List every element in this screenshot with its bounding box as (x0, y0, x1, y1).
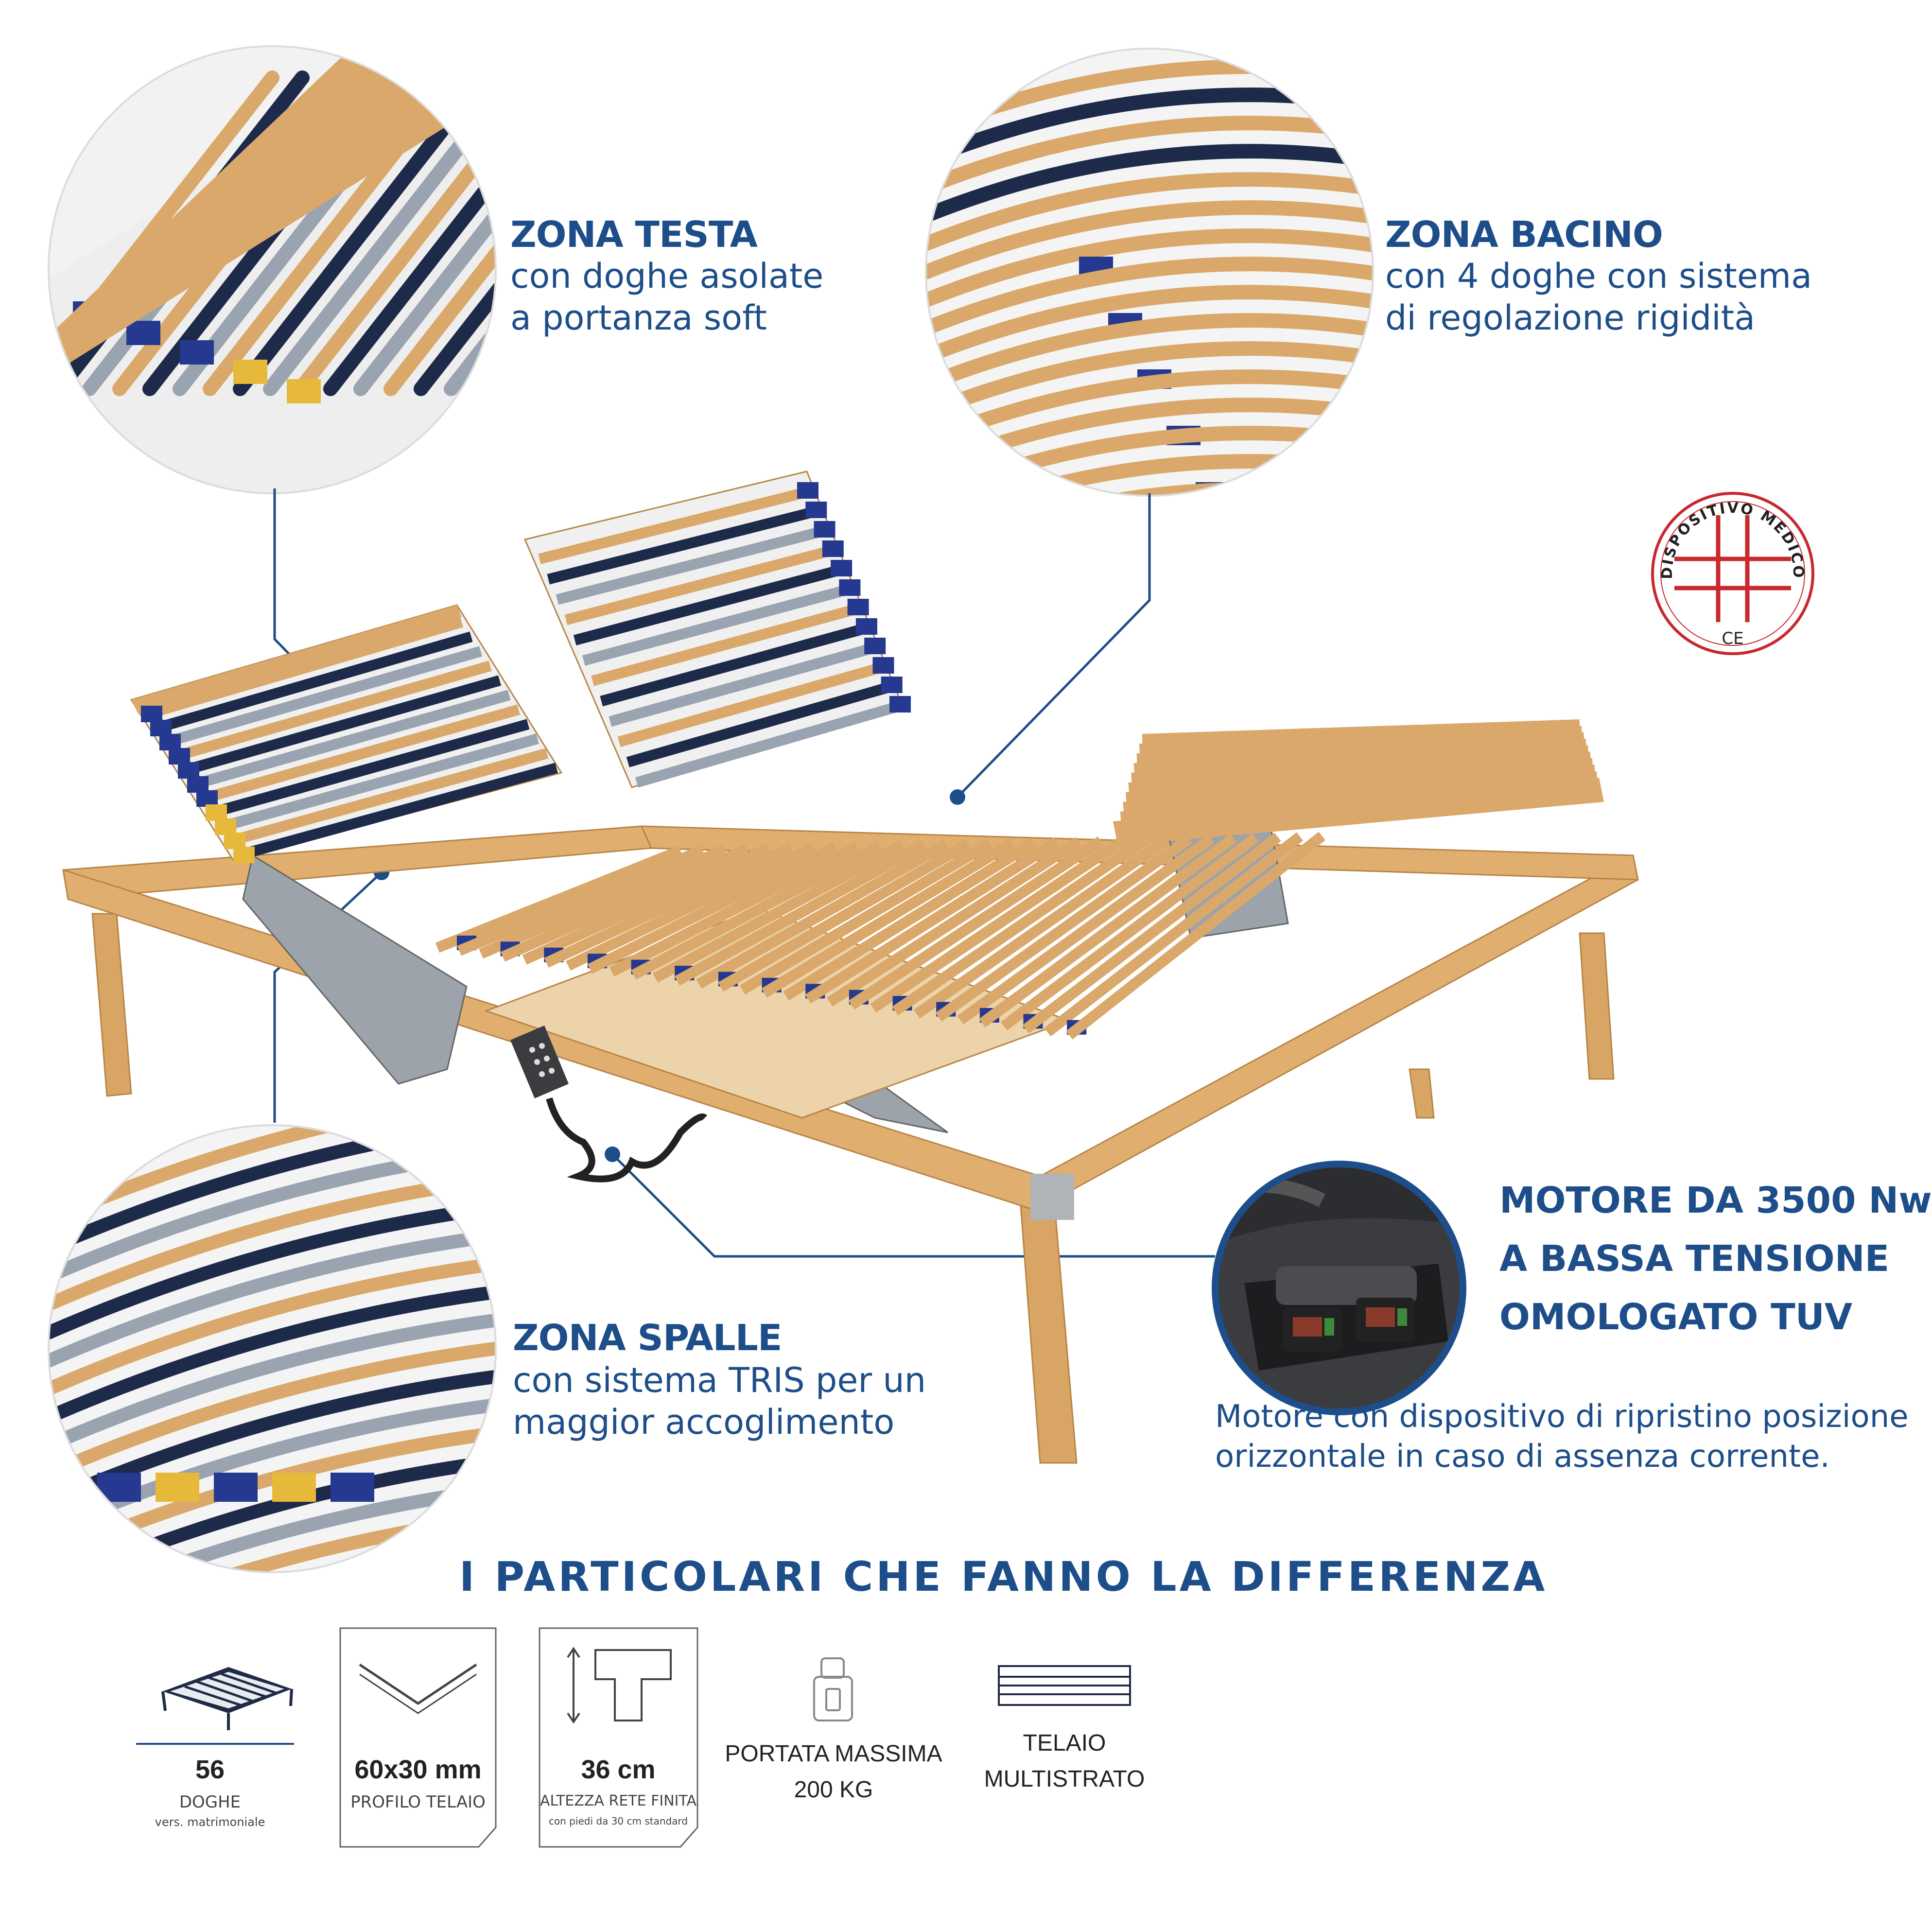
spec-slats-label: DOGHE (179, 1792, 241, 1812)
zone-head-line2: a portanza soft (510, 298, 767, 338)
bed-frame (62, 470, 1639, 1464)
spec-height-value: 36 cm (581, 1755, 656, 1784)
bed-leg (1579, 932, 1615, 1080)
zone-head-line1: con doghe asolate (510, 256, 824, 296)
motor-line2: A BASSA TENSIONE (1499, 1238, 1890, 1280)
bed-leg (1020, 1204, 1078, 1464)
zoom-circle-shoulders (49, 1125, 496, 1572)
bed-leg (91, 913, 132, 1097)
spec-slats-value: 56 (195, 1755, 225, 1784)
spec-height-label: ALTEZZA RETE FINITA (540, 1792, 697, 1809)
spec-profile-label: PROFILO TELAIO (350, 1792, 486, 1812)
zone-pelvis-heading: ZONA BACINO (1385, 214, 1663, 256)
motor-line3: OMOLOGATO TUV (1499, 1296, 1853, 1338)
multilayer-frame-icon (998, 1665, 1131, 1706)
weight-icon (813, 1657, 853, 1721)
callout-dot-pelvis (950, 789, 965, 805)
zoom-circle-pelvis (926, 49, 1373, 496)
zone-shoulders-line1: con sistema TRIS per un (513, 1360, 926, 1400)
motor-desc-line1: Motore con dispositivo di ripristino pos… (1215, 1399, 1909, 1435)
medical-device-stamp: DISPOSITIVO MEDICO CE (1651, 492, 1814, 655)
frame-corner-bracket (1030, 1174, 1074, 1220)
zone-shoulders-line2: maggior accoglimento (513, 1402, 895, 1442)
zone-pelvis-line1: con 4 doghe con sistema (1385, 256, 1812, 296)
spec-profile-value: 60x30 mm (354, 1755, 482, 1784)
motor-desc-line2: orizzontale in caso di assenza corrente. (1215, 1439, 1830, 1475)
spec-load-line2: 200 KG (794, 1777, 873, 1803)
height-arrow-icon (567, 1647, 672, 1724)
spec-load-line1: PORTATA MASSIMA (725, 1741, 942, 1767)
profile-chevron-icon (359, 1663, 477, 1705)
motor-line1: MOTORE DA 3500 Nw (1499, 1180, 1932, 1221)
spec-slats-note: vers. matrimoniale (155, 1815, 265, 1829)
ce-mark: CE (1722, 629, 1743, 648)
spec-frame-line2: MULTISTRATO (984, 1766, 1145, 1792)
remote-control (510, 1026, 707, 1182)
zone-shoulders-heading: ZONA SPALLE (513, 1317, 782, 1359)
callout-dot-motor (605, 1147, 620, 1162)
section-title: I PARTICOLARI CHE FANNO LA DIFFERENZA (459, 1553, 1548, 1600)
slatted-base-icon (161, 1667, 293, 1730)
zoom-circle-head (49, 46, 496, 493)
spec-frame-line1: TELAIO (1023, 1730, 1106, 1756)
zone-pelvis-line2: di regolazione rigidità (1385, 298, 1756, 338)
spec-height-note: con piedi da 30 cm standard (548, 1815, 688, 1827)
bed-leg (1409, 1068, 1435, 1119)
zone-head-heading: ZONA TESTA (510, 214, 758, 256)
spec-icons (136, 1627, 1131, 1848)
